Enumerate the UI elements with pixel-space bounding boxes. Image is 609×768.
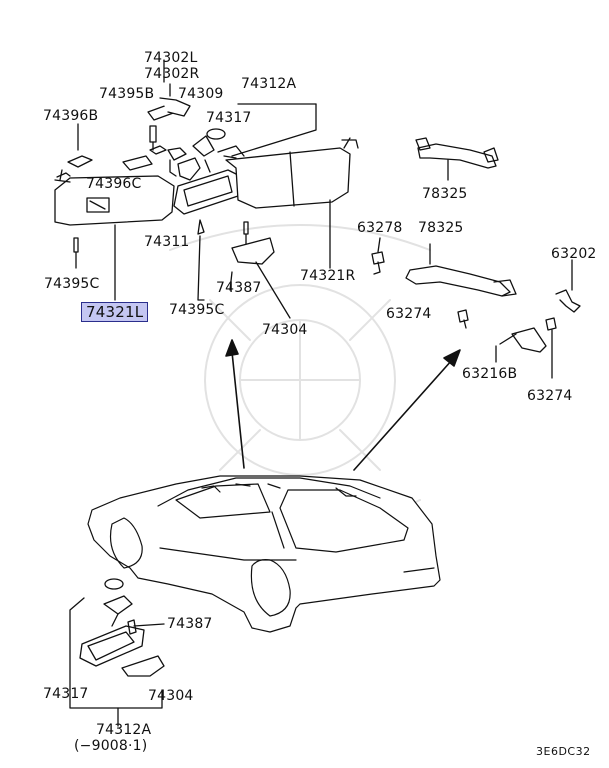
label-63278: 63278 xyxy=(357,220,403,236)
label-74312A-bottom: 74312A xyxy=(96,722,152,738)
label-63202: 63202 xyxy=(551,246,597,262)
label-78325-mid: 78325 xyxy=(418,220,464,236)
label-74317-top: 74317 xyxy=(206,110,252,126)
assist-grip-top xyxy=(415,137,499,181)
rear-view-mirror-lower xyxy=(79,578,165,677)
screw-74395C-left xyxy=(73,237,79,269)
assist-grip-mid xyxy=(405,243,517,297)
leader-74312A-bottom xyxy=(69,689,163,709)
label-74317-bottom: 74317 xyxy=(43,686,89,702)
watermark-emblem xyxy=(169,224,431,531)
label-63216B: 63216B xyxy=(462,366,518,382)
sun-visor-right xyxy=(217,137,359,209)
visor-bracket-assembly xyxy=(147,59,215,181)
part-74317-top xyxy=(206,128,226,140)
arrow-to-visors xyxy=(225,339,245,469)
coat-hook-63202 xyxy=(555,289,581,313)
label-74302R: 74302R xyxy=(144,66,200,82)
label-74304-top: 74304 xyxy=(262,322,308,338)
label-74321R: 74321R xyxy=(300,268,356,284)
cover-63216B xyxy=(511,327,547,353)
label-74309: 74309 xyxy=(178,86,224,102)
screw-74395C-mid xyxy=(243,221,249,245)
label-78325-top: 78325 xyxy=(422,186,468,202)
diagram-code: 3E6DC32 xyxy=(536,745,591,758)
car-body xyxy=(87,475,441,633)
label-74302L: 74302L xyxy=(144,50,198,66)
label-74395C-left: 74395C xyxy=(44,276,100,292)
part-74396C xyxy=(122,155,153,171)
label-74396C: 74396C xyxy=(86,176,142,192)
leader-74312A-top xyxy=(231,103,317,157)
label-74387-bottom: 74387 xyxy=(167,616,213,632)
arrow-to-grips xyxy=(353,349,461,471)
label-63274-mid: 63274 xyxy=(386,306,432,322)
label-74304-bottom: 74304 xyxy=(148,688,194,704)
label-74395B: 74395B xyxy=(99,86,155,102)
part-74396B xyxy=(67,155,93,168)
label-74396B: 74396B xyxy=(43,108,99,124)
clip-63274-mid xyxy=(457,309,469,329)
label-63274-right: 63274 xyxy=(527,388,573,404)
sun-visor-left xyxy=(54,169,175,226)
label-date-range: (−9008·1) xyxy=(74,738,148,754)
part-74304-top xyxy=(231,237,275,265)
label-74387-top: 74387 xyxy=(216,280,262,296)
label-74311: 74311 xyxy=(144,234,190,250)
label-74312A-top: 74312A xyxy=(241,76,297,92)
clip-63274-right xyxy=(545,317,557,379)
clip-63278 xyxy=(371,251,385,275)
label-74395C-mid: 74395C xyxy=(169,302,225,318)
label-74321L-highlighted[interactable]: 74321L xyxy=(81,302,149,322)
